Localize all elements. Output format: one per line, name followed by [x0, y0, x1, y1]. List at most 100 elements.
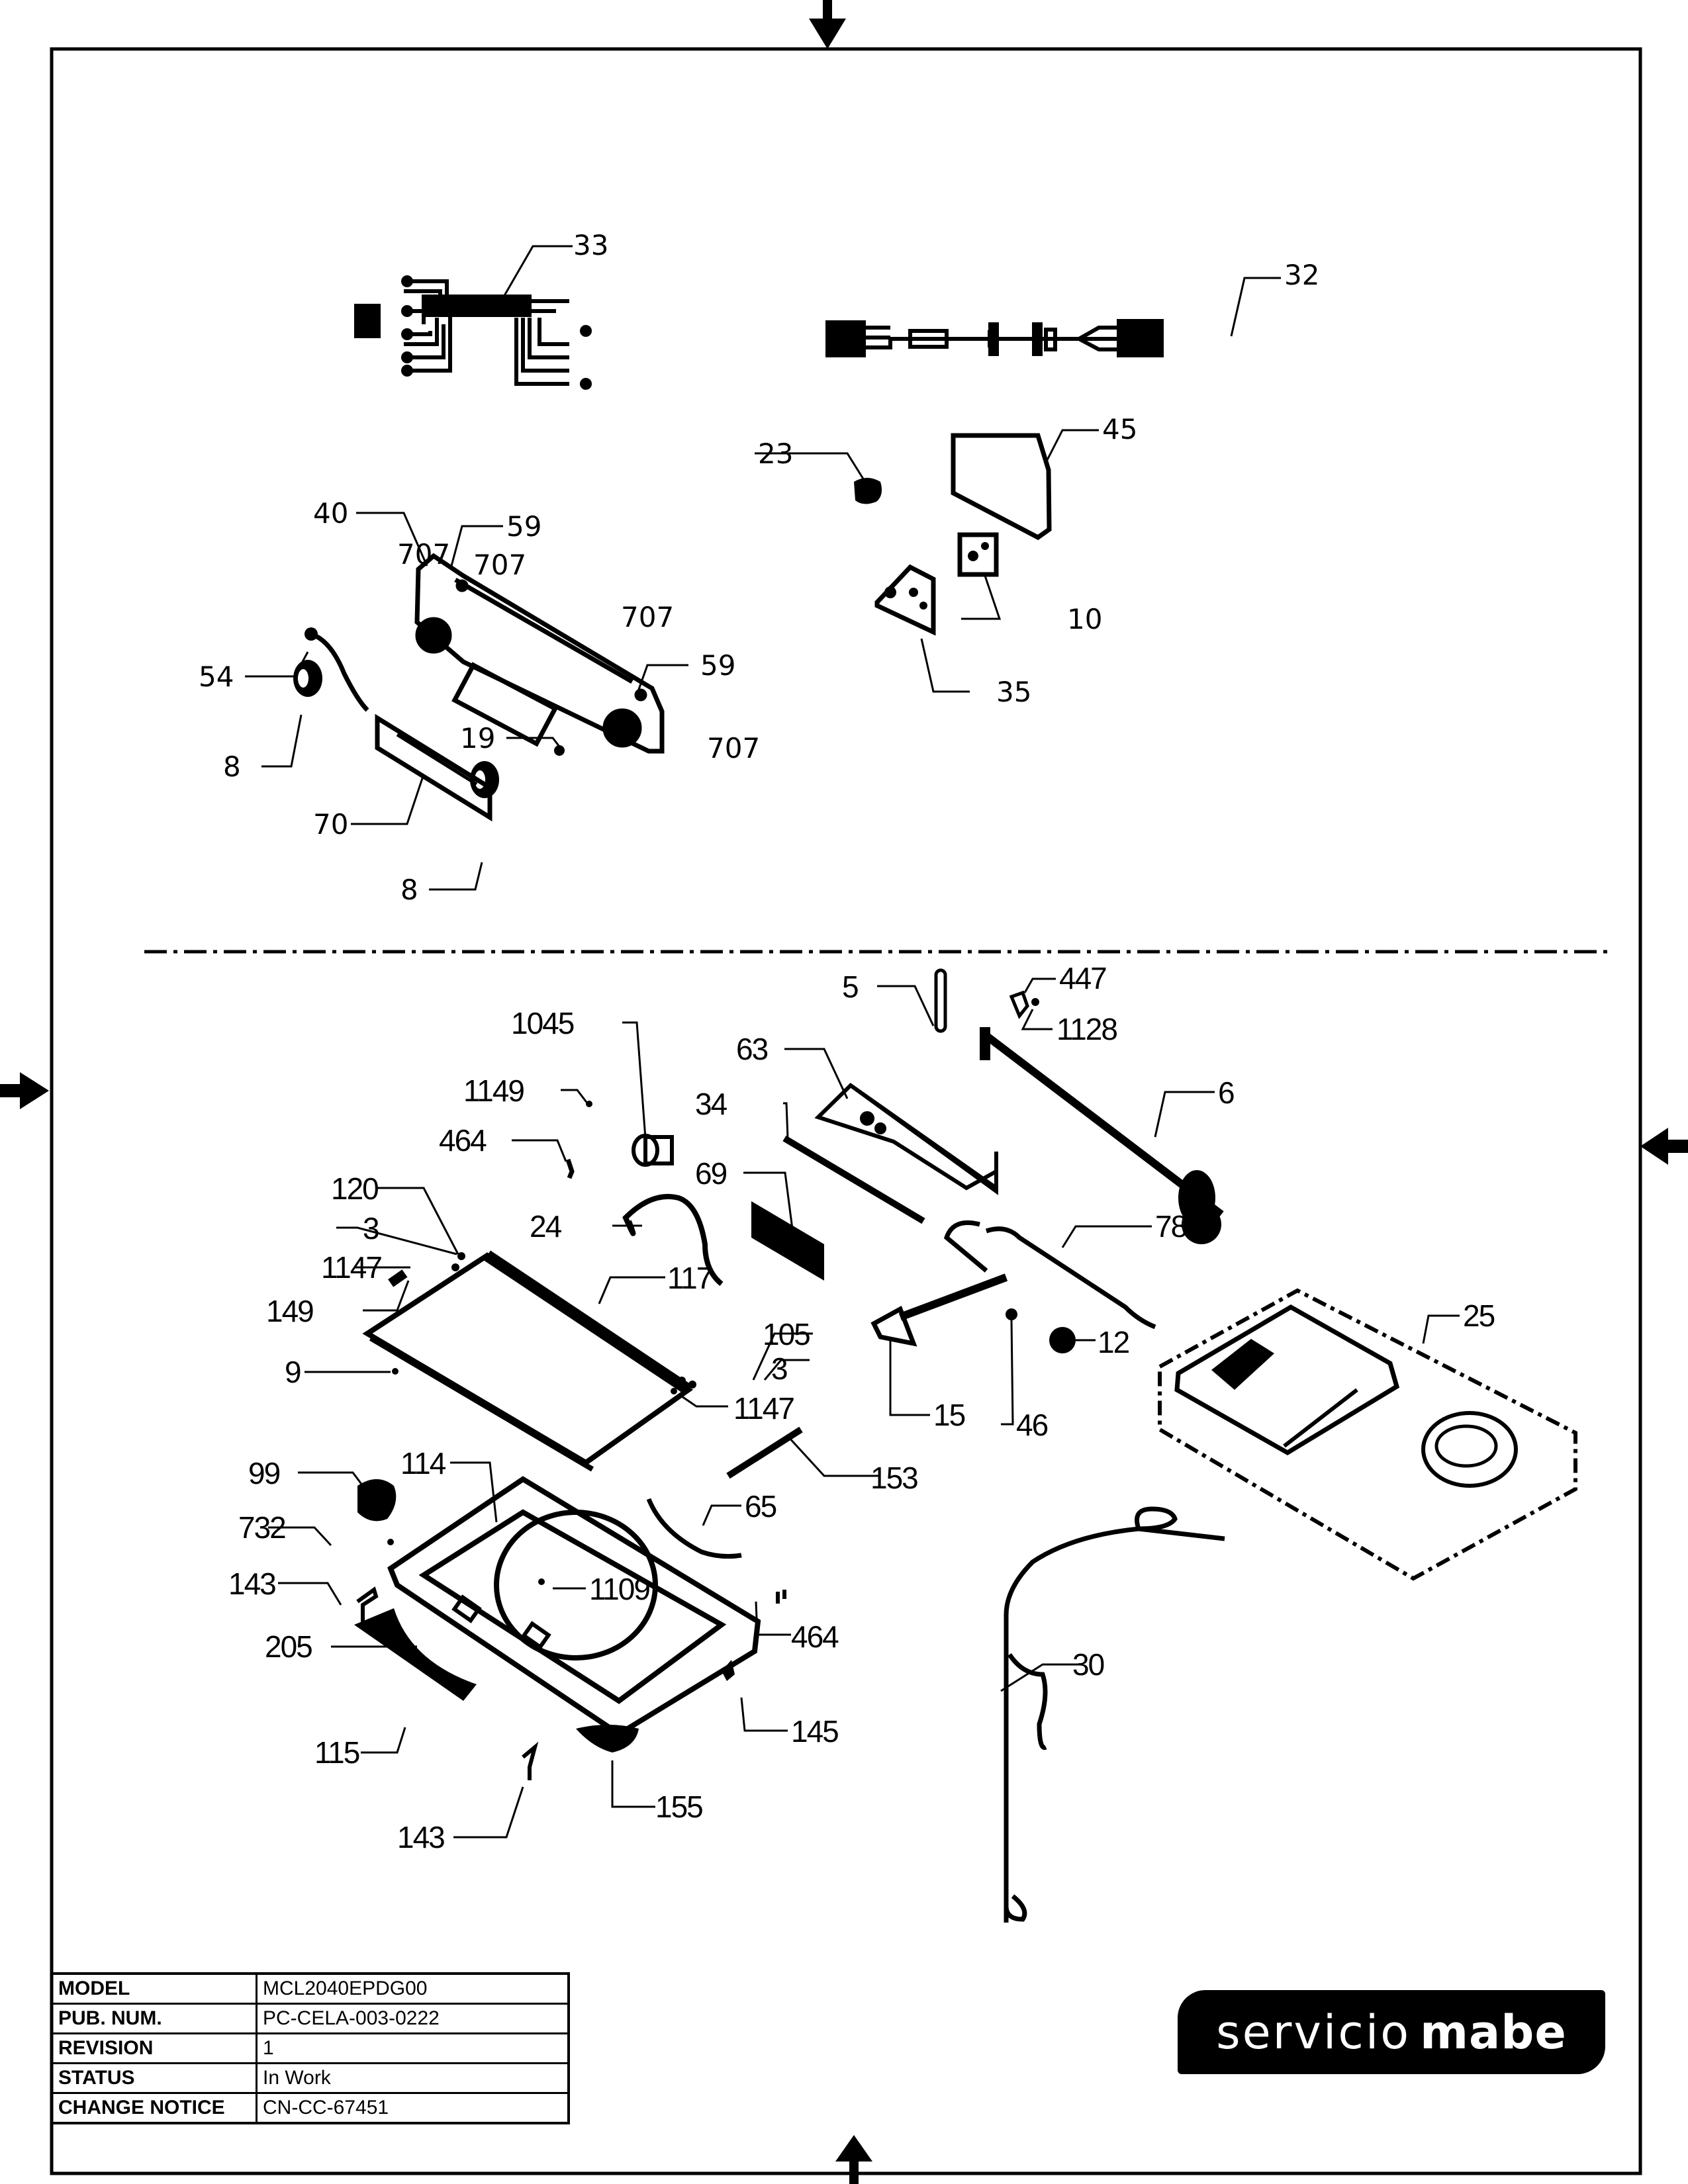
- center-arrow-top: [809, 0, 846, 49]
- brand-logo-servicio: servicio: [1216, 2005, 1411, 2060]
- part-9-screw: [392, 1368, 399, 1375]
- callout-464-upper: 464: [439, 1123, 487, 1158]
- callout-45: 45: [1102, 413, 1138, 445]
- status-label: STATUS: [50, 2062, 258, 2094]
- callout-30: 30: [1072, 1647, 1105, 1682]
- callout-9: 9: [285, 1355, 302, 1389]
- callout-33: 33: [573, 229, 609, 261]
- callout-120: 120: [331, 1171, 379, 1206]
- part-1147-screw-upper: [451, 1263, 459, 1271]
- center-arrow-left: [0, 1072, 49, 1109]
- part-464-screw-upper: [565, 1158, 575, 1179]
- callout-8-lower: 8: [400, 874, 418, 906]
- change-notice-label: CHANGE NOTICE: [50, 2092, 258, 2124]
- callout-1147-upper: 1147: [321, 1250, 383, 1285]
- callout-23: 23: [758, 437, 794, 470]
- pub-num-value: PC-CELA-003-0222: [256, 2003, 570, 2034]
- part-732-screw: [387, 1539, 394, 1545]
- part-447-bracket: [1009, 990, 1029, 1019]
- callout-149: 149: [266, 1294, 314, 1328]
- part-23-clip: [854, 478, 882, 504]
- part-205-pad-left: [451, 1594, 482, 1623]
- callout-5: 5: [842, 970, 859, 1004]
- callout-69: 69: [695, 1156, 727, 1191]
- callout-40: 40: [313, 497, 349, 529]
- part-45-cover: [951, 433, 1052, 541]
- callout-464-lower: 464: [791, 1619, 839, 1654]
- part-3-hinge-lower: [688, 1381, 696, 1388]
- model-label: MODEL: [50, 1972, 258, 2005]
- callout-143-upper: 143: [228, 1567, 277, 1601]
- callout-155: 155: [655, 1790, 704, 1824]
- callout-19: 19: [460, 722, 496, 754]
- part-10-switch: [957, 532, 999, 577]
- callout-32: 32: [1284, 259, 1320, 291]
- brand-logo: servicio mabe: [1178, 1990, 1605, 2074]
- callout-145: 145: [791, 1714, 839, 1749]
- part-63-bracket: [814, 1083, 998, 1195]
- callout-1045: 1045: [511, 1006, 575, 1040]
- part-1109-screw: [538, 1578, 545, 1585]
- callout-707-a: 707: [397, 538, 451, 570]
- callout-46: 46: [1016, 1408, 1049, 1442]
- callout-78: 78: [1155, 1209, 1188, 1244]
- part-40-control-panel: [414, 553, 665, 754]
- callout-35: 35: [996, 676, 1032, 708]
- brand-logo-mabe: mabe: [1420, 2005, 1567, 2060]
- part-34-rod: [782, 1135, 925, 1224]
- part-54-wire: [305, 627, 369, 712]
- title-row-pub-num: PUB. NUM.PC-CELA-003-0222: [50, 2003, 570, 2034]
- part-30-harness: [1004, 1506, 1225, 1923]
- callout-707-b: 707: [473, 549, 527, 581]
- callout-34: 34: [695, 1087, 727, 1121]
- callout-143-lower: 143: [397, 1820, 445, 1854]
- part-5-rod: [934, 968, 947, 1033]
- part-105-hinge: [678, 1377, 686, 1385]
- callout-1109: 1109: [589, 1572, 651, 1606]
- change-notice-value: CN-CC-67451: [256, 2092, 570, 2124]
- callout-15: 15: [933, 1398, 966, 1432]
- part-35-board: [874, 564, 936, 636]
- pub-num-label: PUB. NUM.: [50, 2003, 258, 2034]
- part-32-wire-harness: [825, 319, 1164, 357]
- callout-707-c: 707: [621, 601, 675, 633]
- part-70-bezel: [375, 713, 492, 822]
- part-1045-capacitor: [632, 1134, 674, 1167]
- revision-value: 1: [256, 2032, 570, 2064]
- callout-115: 115: [314, 1735, 360, 1770]
- callout-205: 205: [265, 1629, 313, 1664]
- leader-lines: [245, 245, 1460, 1839]
- part-143-bracket-upper: [356, 1586, 379, 1627]
- part-149-bumper: [388, 1269, 408, 1287]
- part-153-spring: [726, 1426, 803, 1479]
- callout-6: 6: [1218, 1075, 1235, 1110]
- callout-114: 114: [400, 1446, 446, 1480]
- center-arrow-bottom: [835, 2135, 872, 2184]
- status-value: In Work: [256, 2062, 570, 2094]
- part-25-kit: [1158, 1288, 1577, 1581]
- callout-153: 153: [870, 1461, 919, 1495]
- part-78-harness: [943, 1220, 1156, 1330]
- model-value: MCL2040EPDG00: [256, 1972, 570, 2005]
- callout-8-upper: 8: [223, 751, 241, 783]
- part-69-pump-module: [751, 1201, 824, 1281]
- callout-10: 10: [1067, 603, 1103, 635]
- callout-54: 54: [199, 660, 234, 693]
- callout-117: 117: [667, 1261, 713, 1295]
- part-143-bracket-lower: [522, 1741, 539, 1780]
- callout-63: 63: [736, 1032, 769, 1066]
- callout-99: 99: [248, 1456, 281, 1490]
- revision-label: REVISION: [50, 2032, 258, 2064]
- part-6-heater: [980, 1027, 1224, 1244]
- callout-24: 24: [530, 1209, 562, 1244]
- callout-3-upper: 3: [363, 1211, 380, 1246]
- callout-1128: 1128: [1056, 1012, 1118, 1046]
- part-99-motor: [357, 1479, 397, 1522]
- callout-59-upper: 59: [506, 510, 542, 543]
